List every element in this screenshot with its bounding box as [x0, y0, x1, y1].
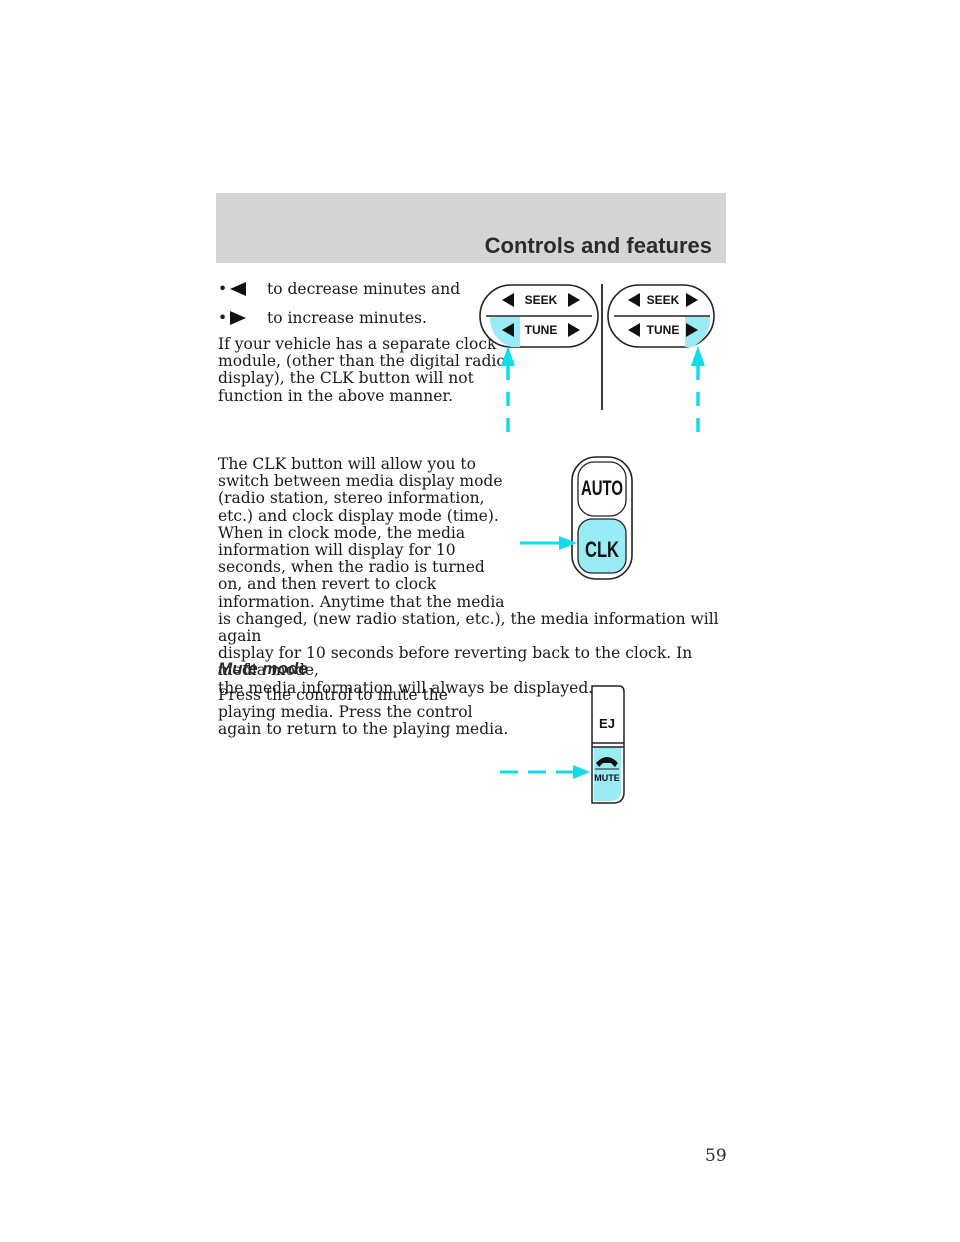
- seek-label-left: SEEK: [525, 293, 558, 307]
- paragraph-clk-button: The CLK button will allow you to switch …: [218, 455, 719, 697]
- seek-label-right: SEEK: [647, 293, 680, 307]
- paragraph-separate-clock: If your vehicle has a separate clock mod…: [218, 335, 506, 405]
- header-band: Controls and features: [216, 193, 726, 263]
- pointer-arrow-clk: [520, 536, 577, 550]
- ej-label: EJ: [599, 716, 615, 731]
- pointer-arrow-right: [691, 346, 705, 440]
- seek-tune-rocker-left: SEEK TUNE: [479, 284, 599, 348]
- ej-mute-illustration: EJ MUTE: [500, 685, 625, 804]
- mute-label: MUTE: [594, 773, 620, 783]
- pointer-arrow-left: [501, 346, 515, 440]
- auto-clk-illustration: AUTO CLK: [520, 456, 633, 580]
- right-triangle-icon: [230, 311, 246, 325]
- seek-tune-illustration: SEEK TUNE SEEK TUNE: [479, 284, 715, 440]
- pointer-arrow-mute: [500, 765, 590, 779]
- seek-tune-rocker-right: SEEK TUNE: [607, 284, 715, 348]
- subheading-mute-mode: Mute mode: [218, 659, 308, 678]
- auto-label: AUTO: [581, 477, 623, 500]
- phone-handset-icon: [596, 757, 618, 767]
- tune-label-left: TUNE: [525, 323, 558, 337]
- section-title: Controls and features: [484, 233, 712, 258]
- paragraph-mute: Press the control to mute the playing me…: [218, 686, 509, 739]
- page-number: 59: [705, 1146, 727, 1166]
- clk-label: CLK: [585, 537, 619, 562]
- left-triangle-icon: [230, 282, 246, 296]
- tune-label-right: TUNE: [647, 323, 680, 337]
